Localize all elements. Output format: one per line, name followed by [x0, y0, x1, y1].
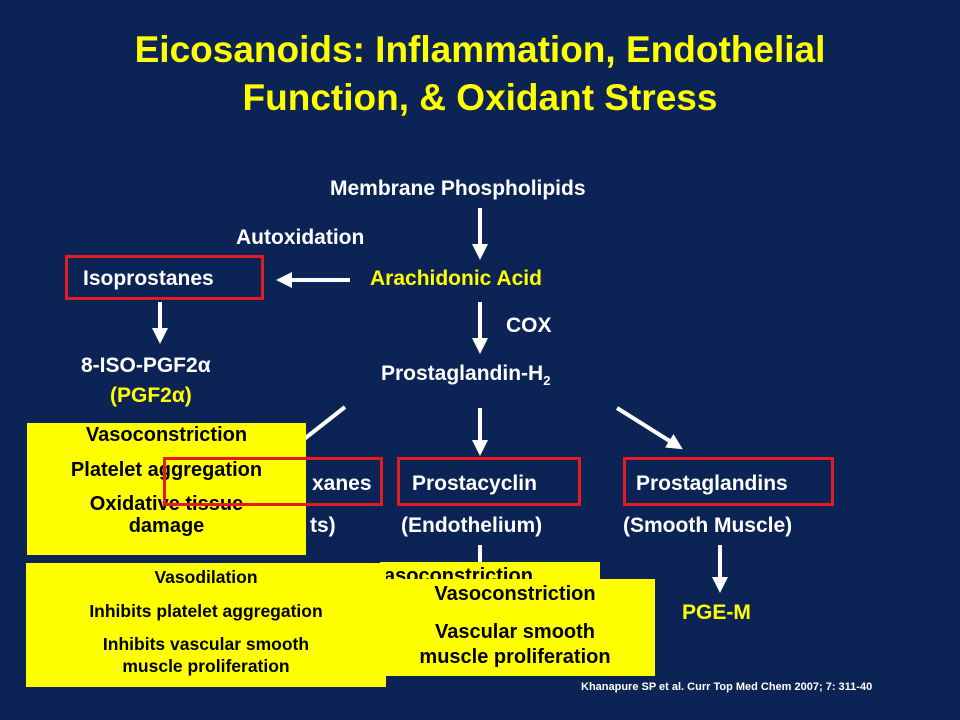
isoprostanes-highlight-box [65, 255, 264, 300]
iso-effect-4: damage [128, 515, 205, 537]
platelets-label: ts) [310, 514, 336, 537]
thromboxane-effects-note: Vasoconstriction Vascular smooth muscle … [375, 579, 655, 676]
pgi-effect-4: muscle proliferation [122, 656, 290, 676]
iso-pgf-label: 8-ISO-PGF2α [81, 354, 211, 377]
tx-effect-1: Vasoconstriction [434, 583, 596, 605]
smooth-muscle-label: (Smooth Muscle) [623, 514, 793, 537]
pgf-label: (PGF2α) [110, 384, 192, 407]
pgi-effect-2: Inhibits platelet aggregation [89, 601, 323, 621]
title-line-1: Eicosanoids: Inflammation, Endothelial [134, 29, 826, 70]
title-line-2: Function, & Oxidant Stress [242, 77, 718, 118]
citation: Khanapure SP et al. Curr Top Med Chem 20… [581, 681, 873, 693]
autoxidation-label: Autoxidation [236, 226, 365, 249]
pgi-effect-1: Vasodilation [154, 567, 258, 587]
prostaglandins-highlight-box [623, 457, 834, 506]
arrow-pgh2-to-prostaglandins [615, 406, 683, 450]
thromboxanes-label: xanes [312, 472, 372, 495]
isoprostane-effects-note: Vasoconstriction Platelet aggregation Ox… [27, 423, 306, 555]
cox-label: COX [506, 314, 552, 337]
iso-effect-1: Vasoconstriction [85, 424, 248, 446]
membrane-phospholipids-label: Membrane Phospholipids [330, 177, 586, 200]
thromboxanes-highlight-box [163, 457, 383, 506]
prostaglandin-h-text: Prostaglandin-H [381, 362, 544, 385]
prostacyclin-highlight-box [397, 457, 581, 506]
tx-effect-3: muscle proliferation [419, 646, 611, 668]
pge-m-label: PGE-M [682, 601, 751, 624]
arachidonic-acid-label: Arachidonic Acid [370, 267, 542, 290]
subscript-2: 2 [543, 373, 551, 389]
pgi-effect-3: Inhibits vascular smooth [102, 634, 310, 654]
iso-effect-2: Platelet aggregation [70, 459, 263, 481]
isoprostanes-label: Isoprostanes [83, 267, 214, 290]
prostacyclin-label: Prostacyclin [412, 472, 537, 495]
slide-title: Eicosanoids: Inflammation, Endothelial F… [0, 26, 960, 122]
endothelium-label: (Endothelium) [401, 514, 543, 537]
prostaglandin-h2-label: Prostaglandin-H2 [381, 362, 550, 388]
prostacyclin-effects-note: Vasodilation Inhibits platelet aggregati… [26, 563, 386, 687]
tx-effect-2: Vascular smooth [434, 621, 596, 643]
prostaglandins-label: Prostaglandins [636, 472, 788, 495]
